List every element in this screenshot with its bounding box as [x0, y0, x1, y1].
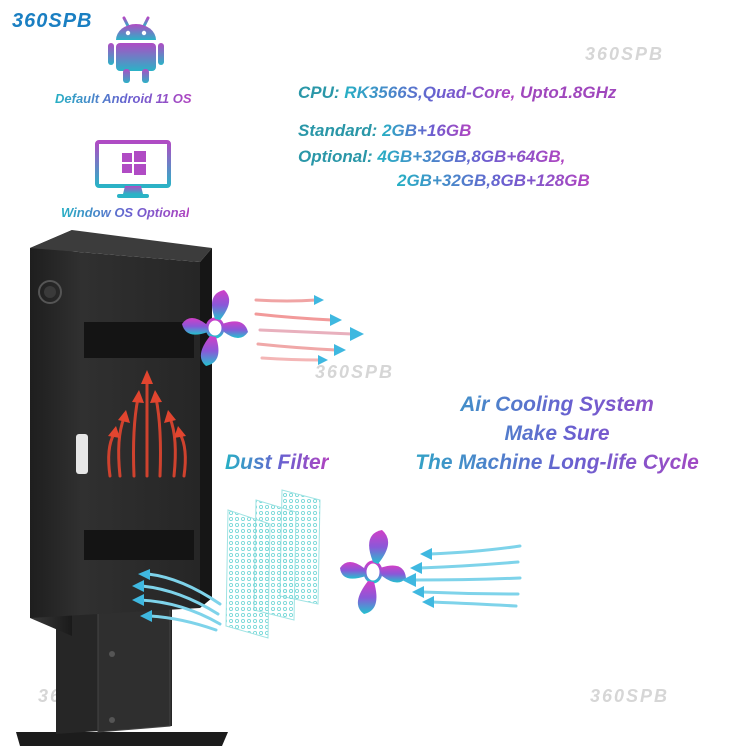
cooling-line-1: Air Cooling System	[382, 390, 732, 419]
standard-value: 2GB+16GB	[382, 121, 472, 140]
brand-logo: 360SPB	[12, 10, 93, 32]
kiosk-device	[16, 230, 228, 746]
airflow-arrows-icon	[132, 569, 222, 632]
cpu-model: RK3566S,Quad-Core,	[344, 83, 516, 102]
android-os-label: Default Android 11 OS	[55, 91, 192, 106]
windows-monitor-icon	[95, 140, 171, 198]
dust-filter-icon	[225, 489, 321, 639]
watermark: 360SPB	[585, 44, 665, 64]
standard-label: Standard:	[298, 121, 378, 140]
optional-label: Optional:	[298, 147, 373, 166]
optional-spec: Optional: 4GB+32GB,8GB+64GB,	[298, 146, 565, 168]
cooling-headline: Air Cooling System Make Sure The Machine…	[382, 390, 732, 477]
fan-icon	[182, 290, 248, 366]
heat-arrows-icon	[107, 370, 187, 478]
cpu-speed: Upto1.8GHz	[520, 83, 617, 102]
windows-os-label: Window OS Optional	[61, 205, 190, 220]
airflow-arrows-icon	[402, 544, 522, 608]
standard-spec: Standard: 2GB+16GB	[298, 120, 471, 142]
cpu-label: CPU:	[298, 83, 340, 102]
android-icon	[108, 16, 164, 83]
optional-line-1: 4GB+32GB,8GB+64GB,	[377, 147, 566, 166]
airflow-arrows-icon	[254, 295, 364, 365]
dust-filter-label: Dust Filter	[225, 451, 329, 474]
cpu-spec: CPU: RK3566S,Quad-Core, Upto1.8GHz	[298, 82, 616, 104]
fan-icon	[340, 530, 406, 614]
cooling-line-2: Make Sure	[382, 419, 732, 448]
watermark: 360SPB	[590, 686, 670, 706]
optional-line-2: 2GB+32GB,8GB+128GB	[397, 171, 590, 190]
watermark: 360SPB	[315, 362, 395, 382]
cooling-line-3: The Machine Long-life Cycle	[382, 448, 732, 477]
